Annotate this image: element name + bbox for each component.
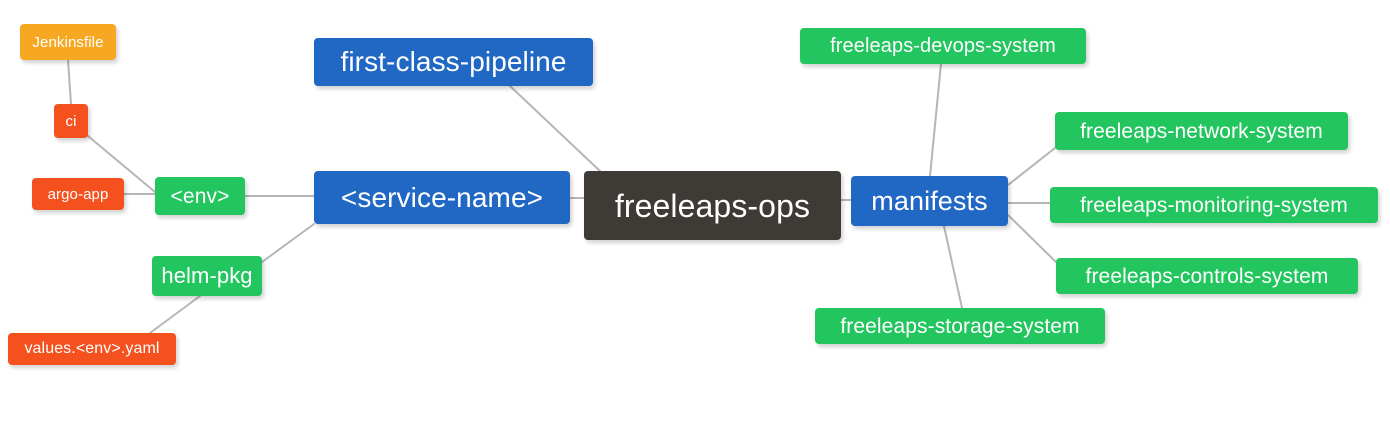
node-env[interactable]: <env> bbox=[155, 177, 245, 215]
node-freeleaps-controls-system[interactable]: freeleaps-controls-system bbox=[1056, 258, 1358, 294]
node-first-class-pipeline[interactable]: first-class-pipeline bbox=[314, 38, 593, 86]
node-freeleaps-network-system[interactable]: freeleaps-network-system bbox=[1055, 112, 1348, 150]
edge-helm-pkg-to-values-yaml bbox=[149, 295, 201, 334]
node-label-freeleaps-storage-system: freeleaps-storage-system bbox=[840, 314, 1080, 338]
edge-jenkinsfile-to-ci bbox=[67, 59, 72, 105]
node-values-yaml[interactable]: values.<env>.yaml bbox=[8, 333, 176, 365]
edge-manifests-to-freeleaps-devops-system bbox=[929, 63, 942, 177]
edge-manifests-to-freeleaps-network-system bbox=[1007, 147, 1056, 186]
node-freeleaps-ops[interactable]: freeleaps-ops bbox=[584, 171, 841, 240]
node-label-freeleaps-network-system: freeleaps-network-system bbox=[1080, 119, 1323, 143]
node-freeleaps-storage-system[interactable]: freeleaps-storage-system bbox=[815, 308, 1105, 344]
node-label-freeleaps-controls-system: freeleaps-controls-system bbox=[1085, 264, 1329, 288]
node-freeleaps-monitoring-system[interactable]: freeleaps-monitoring-system bbox=[1050, 187, 1378, 223]
node-label-ci: ci bbox=[65, 112, 77, 130]
node-manifests[interactable]: manifests bbox=[851, 176, 1008, 226]
node-helm-pkg[interactable]: helm-pkg bbox=[152, 256, 262, 296]
node-argo-app[interactable]: argo-app bbox=[32, 178, 124, 210]
node-label-first-class-pipeline: first-class-pipeline bbox=[340, 46, 567, 77]
node-label-freeleaps-monitoring-system: freeleaps-monitoring-system bbox=[1080, 193, 1348, 217]
node-label-freeleaps-devops-system: freeleaps-devops-system bbox=[830, 35, 1056, 57]
node-jenkinsfile[interactable]: Jenkinsfile bbox=[20, 24, 116, 60]
edge-manifests-to-freeleaps-storage-system bbox=[943, 225, 963, 309]
edge-service-name-to-helm-pkg bbox=[261, 223, 315, 263]
edge-first-class-pipeline-to-freeleaps-ops bbox=[509, 85, 601, 172]
node-label-helm-pkg: helm-pkg bbox=[161, 263, 253, 288]
node-label-service-name: <service-name> bbox=[340, 181, 544, 213]
node-service-name[interactable]: <service-name> bbox=[314, 171, 570, 224]
node-label-env: <env> bbox=[170, 184, 230, 208]
node-label-jenkinsfile: Jenkinsfile bbox=[32, 33, 104, 51]
node-label-freeleaps-ops: freeleaps-ops bbox=[614, 187, 811, 224]
node-ci[interactable]: ci bbox=[54, 104, 88, 138]
node-label-argo-app: argo-app bbox=[47, 185, 109, 203]
node-label-values-yaml: values.<env>.yaml bbox=[24, 340, 160, 357]
edge-manifests-to-freeleaps-controls-system bbox=[1007, 214, 1057, 263]
node-label-manifests: manifests bbox=[871, 185, 988, 216]
node-freeleaps-devops-system[interactable]: freeleaps-devops-system bbox=[800, 28, 1086, 64]
